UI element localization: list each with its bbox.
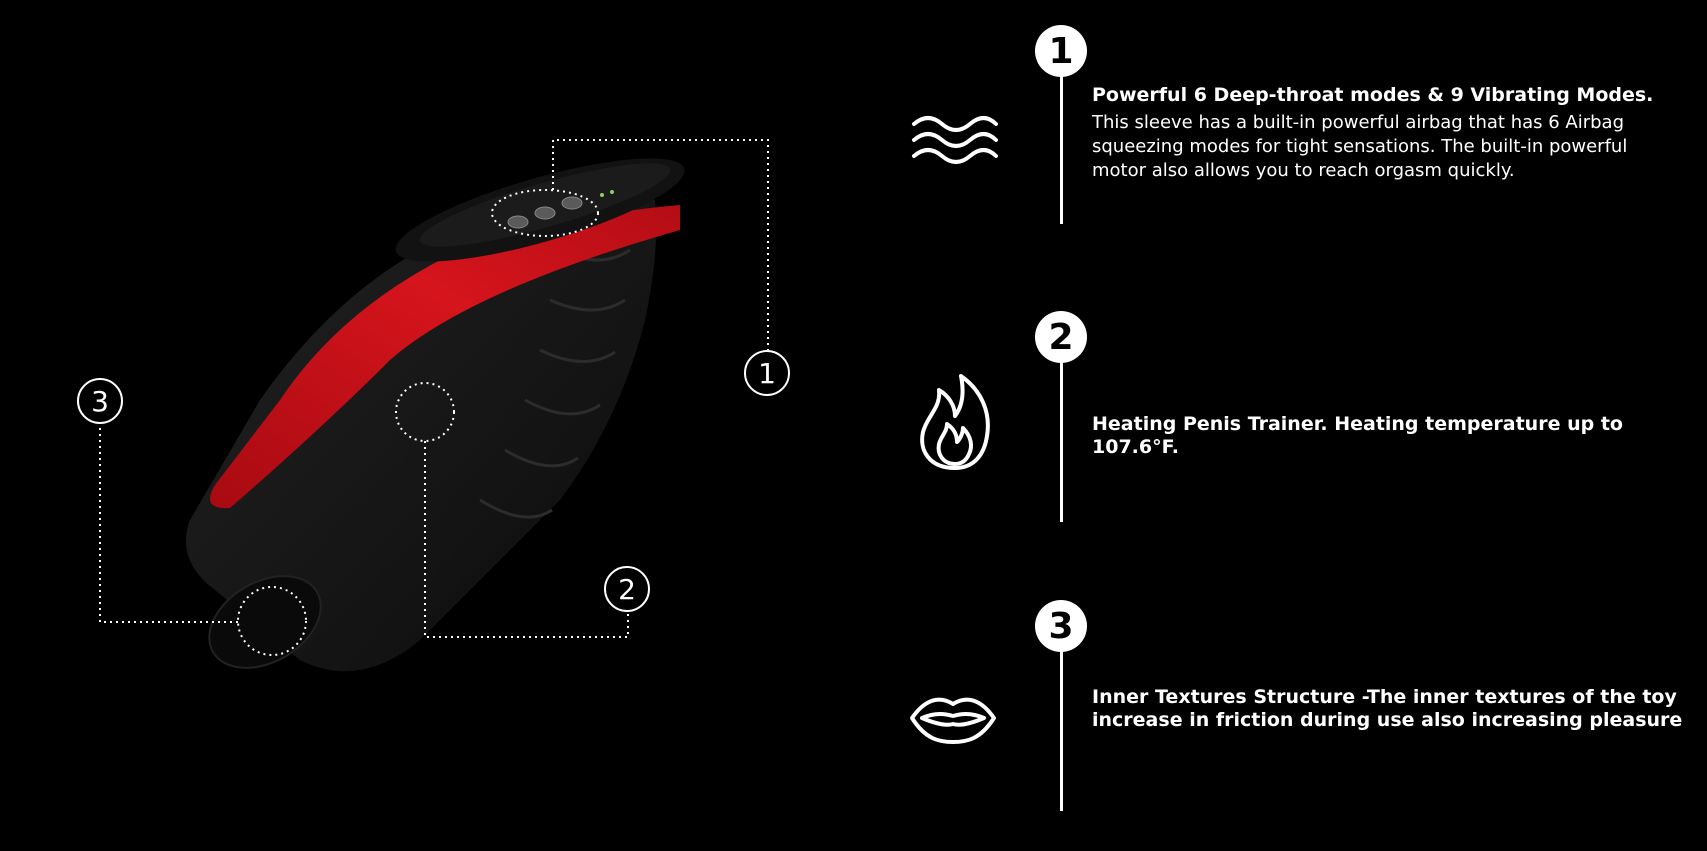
- product-panel: 1 2 3: [0, 0, 853, 851]
- feature-number-1: 1: [1035, 25, 1087, 77]
- callout-2: 2: [604, 566, 650, 612]
- red-stripe: [210, 205, 680, 509]
- feature-title-3-line-1: Inner Textures Structure -The inner text…: [1092, 686, 1677, 708]
- waves-icon: [912, 116, 998, 164]
- control-buttons: [507, 196, 583, 229]
- opening: [208, 575, 322, 669]
- feature-title-2-line-1: Heating Penis Trainer. Heating temperatu…: [1092, 413, 1623, 435]
- feature-number-2: 2: [1035, 311, 1087, 363]
- feature-line-1: [1060, 76, 1063, 224]
- feature-title-2-line-2: 107.6°F.: [1092, 436, 1180, 458]
- feature-title-3-line-2: increase in friction during use also inc…: [1092, 709, 1683, 731]
- feature-title-1: Powerful 6 Deep-throat modes & 9 Vibrati…: [1092, 84, 1654, 106]
- leader-lines: [99, 139, 769, 638]
- feature-line-2: [1060, 362, 1063, 522]
- feature-desc-1-line-3: motor also allows you to reach orgasm qu…: [1092, 160, 1515, 181]
- lips-icon: [910, 697, 996, 744]
- callout-3: 3: [77, 378, 123, 424]
- product-illustration: [99, 139, 769, 672]
- highlight-circles: [237, 189, 599, 656]
- flame-icon: [920, 374, 990, 470]
- feature-line-3: [1060, 651, 1063, 811]
- feature-desc-1-line-1: This sleeve has a built-in powerful airb…: [1092, 112, 1625, 133]
- feature-number-3: 3: [1035, 600, 1087, 652]
- feature-desc-1-line-2: squeezing modes for tight sensations. Th…: [1092, 136, 1628, 157]
- callout-1: 1: [744, 350, 790, 396]
- device-body: [185, 180, 657, 672]
